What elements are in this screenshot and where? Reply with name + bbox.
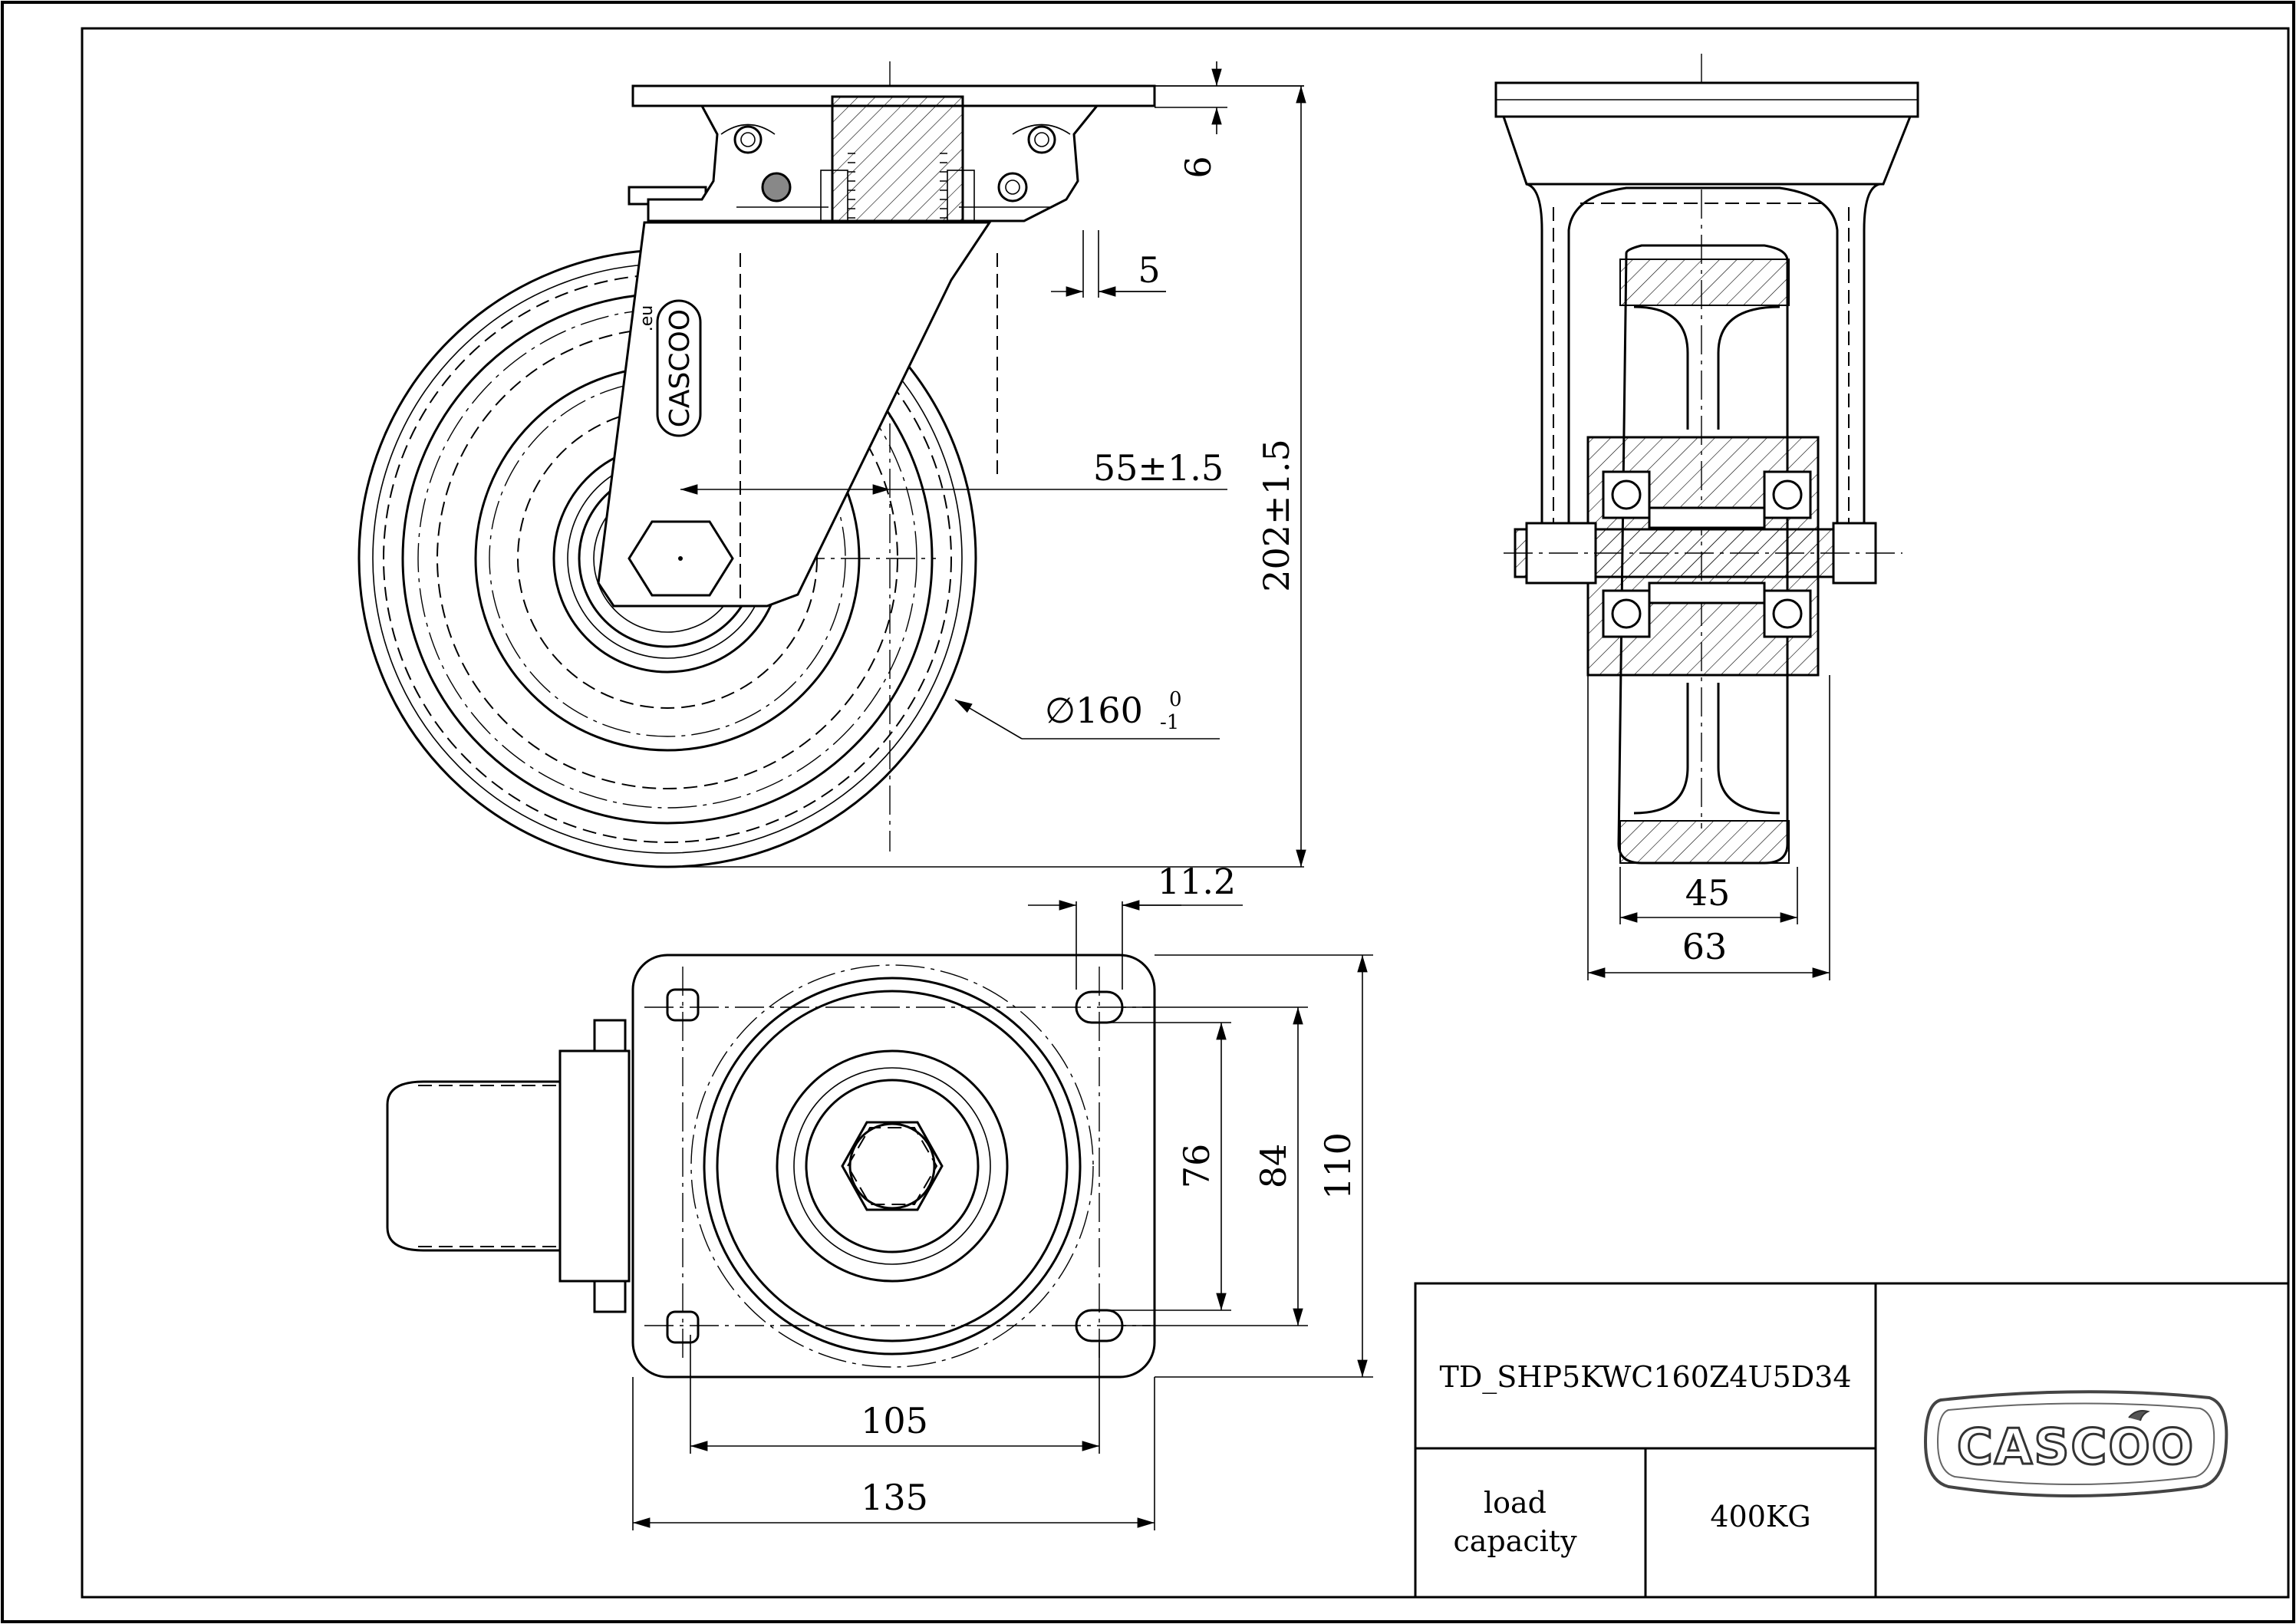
dim-wheel-diameter-tol-lower: -1 [1160, 711, 1179, 734]
fork-logo-text: CASCOO [664, 309, 696, 427]
load-capacity-value: 400KG [1710, 1500, 1810, 1533]
dim-wheel-width: 63 [1682, 926, 1728, 967]
dim-slot-width: 11.2 [1158, 861, 1236, 902]
dim-overall-height: 202±1.5 [1256, 439, 1297, 592]
inner-border [81, 27, 2290, 1599]
load-capacity-label-line1: load [1484, 1486, 1547, 1520]
part-number: TD_SHP5KWC160Z4U5D34 [1439, 1360, 1851, 1395]
front-view: 45 63 [1494, 54, 1919, 980]
dim-plate-inner: 84 [1253, 1144, 1294, 1189]
dim-plate-width: 110 [1317, 1132, 1359, 1200]
top-plate-outline [631, 954, 1156, 1379]
top-hex [841, 1121, 944, 1211]
fork-logo-suffix: .eu [637, 305, 657, 331]
dim-tread-width: 45 [1685, 872, 1731, 914]
fork-logo-plaque: CASCOO [656, 299, 702, 437]
dim-offset-5: 5 [1138, 249, 1160, 291]
dim-wheel-diameter-tol-upper: 0 [1169, 688, 1182, 711]
dim-swivel-offset: 55±1.5 [1093, 447, 1224, 489]
dim-plate-thickness: 6 [1178, 156, 1219, 178]
title-block: TD_SHP5KWC160Z4U5D34 load capacity 400KG… [1414, 1282, 2290, 1599]
load-capacity-label-line2: capacity [1453, 1524, 1577, 1558]
dim-wheel-diameter: ∅160 [1045, 690, 1143, 731]
dim-hole-spacing-short: 76 [1176, 1144, 1217, 1189]
cascoo-logo: CASCOO [1923, 1390, 2228, 1497]
dim-plate-length: 135 [861, 1477, 928, 1518]
top-view: 11.2 76 84 110 105 135 [386, 861, 1373, 1530]
dim-hole-spacing-long: 105 [861, 1400, 928, 1441]
side-view: CASCOO .eu 6 5 55±1.5 202±1.5 ∅160 0 [357, 61, 1306, 868]
logo-text: CASCOO [1957, 1419, 2195, 1476]
